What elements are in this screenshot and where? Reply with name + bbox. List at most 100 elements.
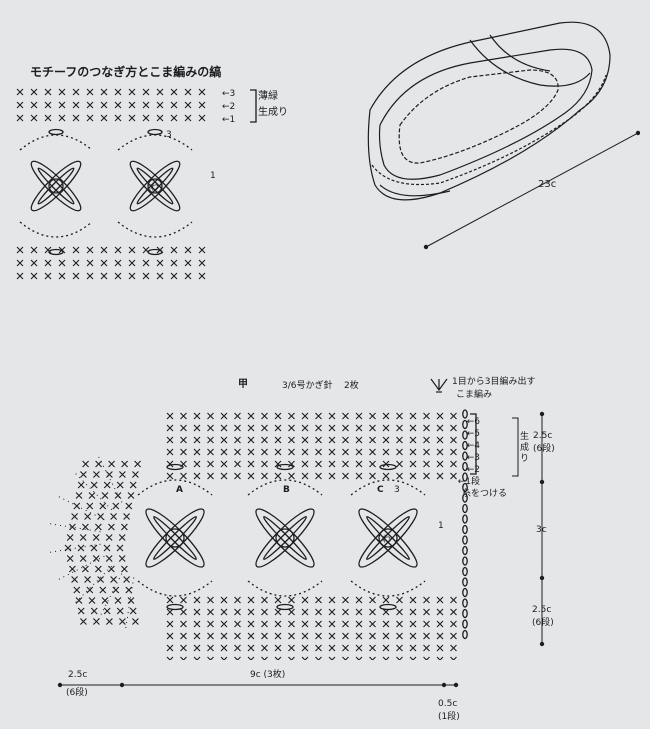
dim-right-mid: 3c [536,525,547,535]
dim-width: 9c (3枚) [250,670,286,680]
stitch-mark [198,246,206,254]
stitch-mark [450,460,457,468]
stitch-mark [220,460,228,468]
stitch-mark [342,460,349,468]
stitch-mark [84,576,91,583]
stitch-mark [234,608,241,616]
stitch-mark [261,412,268,420]
stitch-mark [100,272,108,280]
stitch-mark [95,523,102,531]
stitch-mark [110,513,117,520]
motif-b [255,508,315,568]
stitch-mark [328,608,336,616]
stitch-mark [108,460,115,468]
stitch-mark [247,448,255,456]
stitch-mark [88,492,96,499]
motif-c [358,508,418,568]
stitch-mark [101,492,109,499]
stitch-mark [58,259,66,267]
stitch-mark [274,644,282,652]
stitch-mark [97,513,104,520]
stitch-mark [288,436,295,444]
stitch-mark [44,259,52,267]
stitch-mark [423,448,430,456]
stitch-mark [166,448,174,456]
stitch-mark [342,436,349,444]
stitch-mark [103,481,111,489]
stitch-mark [369,460,376,468]
stitch-mark [90,544,98,552]
stitch-mark [315,656,322,660]
stitch-mark [170,272,178,280]
stitch-mark [423,644,430,652]
stitch-mark [180,424,187,432]
stitch-mark [301,436,309,444]
stitch-mark [93,618,100,625]
stitch-mark [114,492,122,499]
stitch-mark [170,114,178,122]
stitch-mark [234,448,241,456]
stitch-mark [66,534,74,541]
stitch-mark [193,472,201,480]
stitch-mark [220,656,228,660]
stitch-mark [86,259,94,267]
stitch-mark [58,114,66,122]
stitch-mark [72,246,80,254]
stitch-mark [369,424,376,432]
stitch-mark [114,259,122,267]
stitch-mark [261,424,268,432]
stitch-mark [142,259,150,267]
stitch-mark [193,632,201,640]
stitch-mark [436,460,444,468]
bottom-dimension [57,682,459,688]
stitch-mark [79,534,87,541]
stitch-mark [30,88,38,96]
motif-a-label: A [176,485,183,495]
stitch-mark [409,656,417,660]
motif-right [129,160,181,212]
stitch-mark [16,259,24,267]
stitch-mark [423,424,430,432]
stitch-mark [247,472,255,480]
stitch-mark [44,101,52,109]
stitch-mark [396,472,403,480]
stitch-mark [301,596,309,604]
stitch-mark [170,246,178,254]
stitch-mark [382,472,390,480]
stitch-mark [193,596,201,604]
upper-row-1: ←1段 [458,475,480,487]
stitch-mark [80,471,87,478]
stitch-mark [234,436,241,444]
stitch-mark [73,586,81,594]
stitch-mark [315,632,322,640]
stitch-mark [58,88,66,96]
stitch-mark [261,596,268,604]
stitch-mark [342,608,349,616]
stitch-mark [274,436,282,444]
stitch-mark [382,620,390,628]
color-light-green-label: 薄緑 [258,91,278,102]
legend-text-line2: こま編み [456,390,493,400]
stitch-mark [315,412,322,420]
stitch-mark [234,424,241,432]
stitch-mark [220,472,228,480]
stitch-mark [247,436,255,444]
stitch-mark [193,412,201,420]
upper-color-label: 生成り [520,432,530,464]
stitch-mark [355,436,363,444]
stitch-mark [82,565,89,573]
stitch-mark [315,424,322,432]
dim-left: 2.5c [68,670,88,680]
slipper-illustration: 23c [367,21,640,250]
stitch-mark [396,460,403,468]
stitch-mark [247,412,255,420]
stitch-mark [170,259,178,267]
stitch-mark [114,272,122,280]
stitch-mark [16,88,24,96]
stitch-mark [207,424,214,432]
stitch-mark [355,412,363,420]
upper-marker-1: 1 [438,521,444,531]
stitch-mark [170,88,178,96]
stitch-mark [423,436,430,444]
stitch-mark [207,460,214,468]
